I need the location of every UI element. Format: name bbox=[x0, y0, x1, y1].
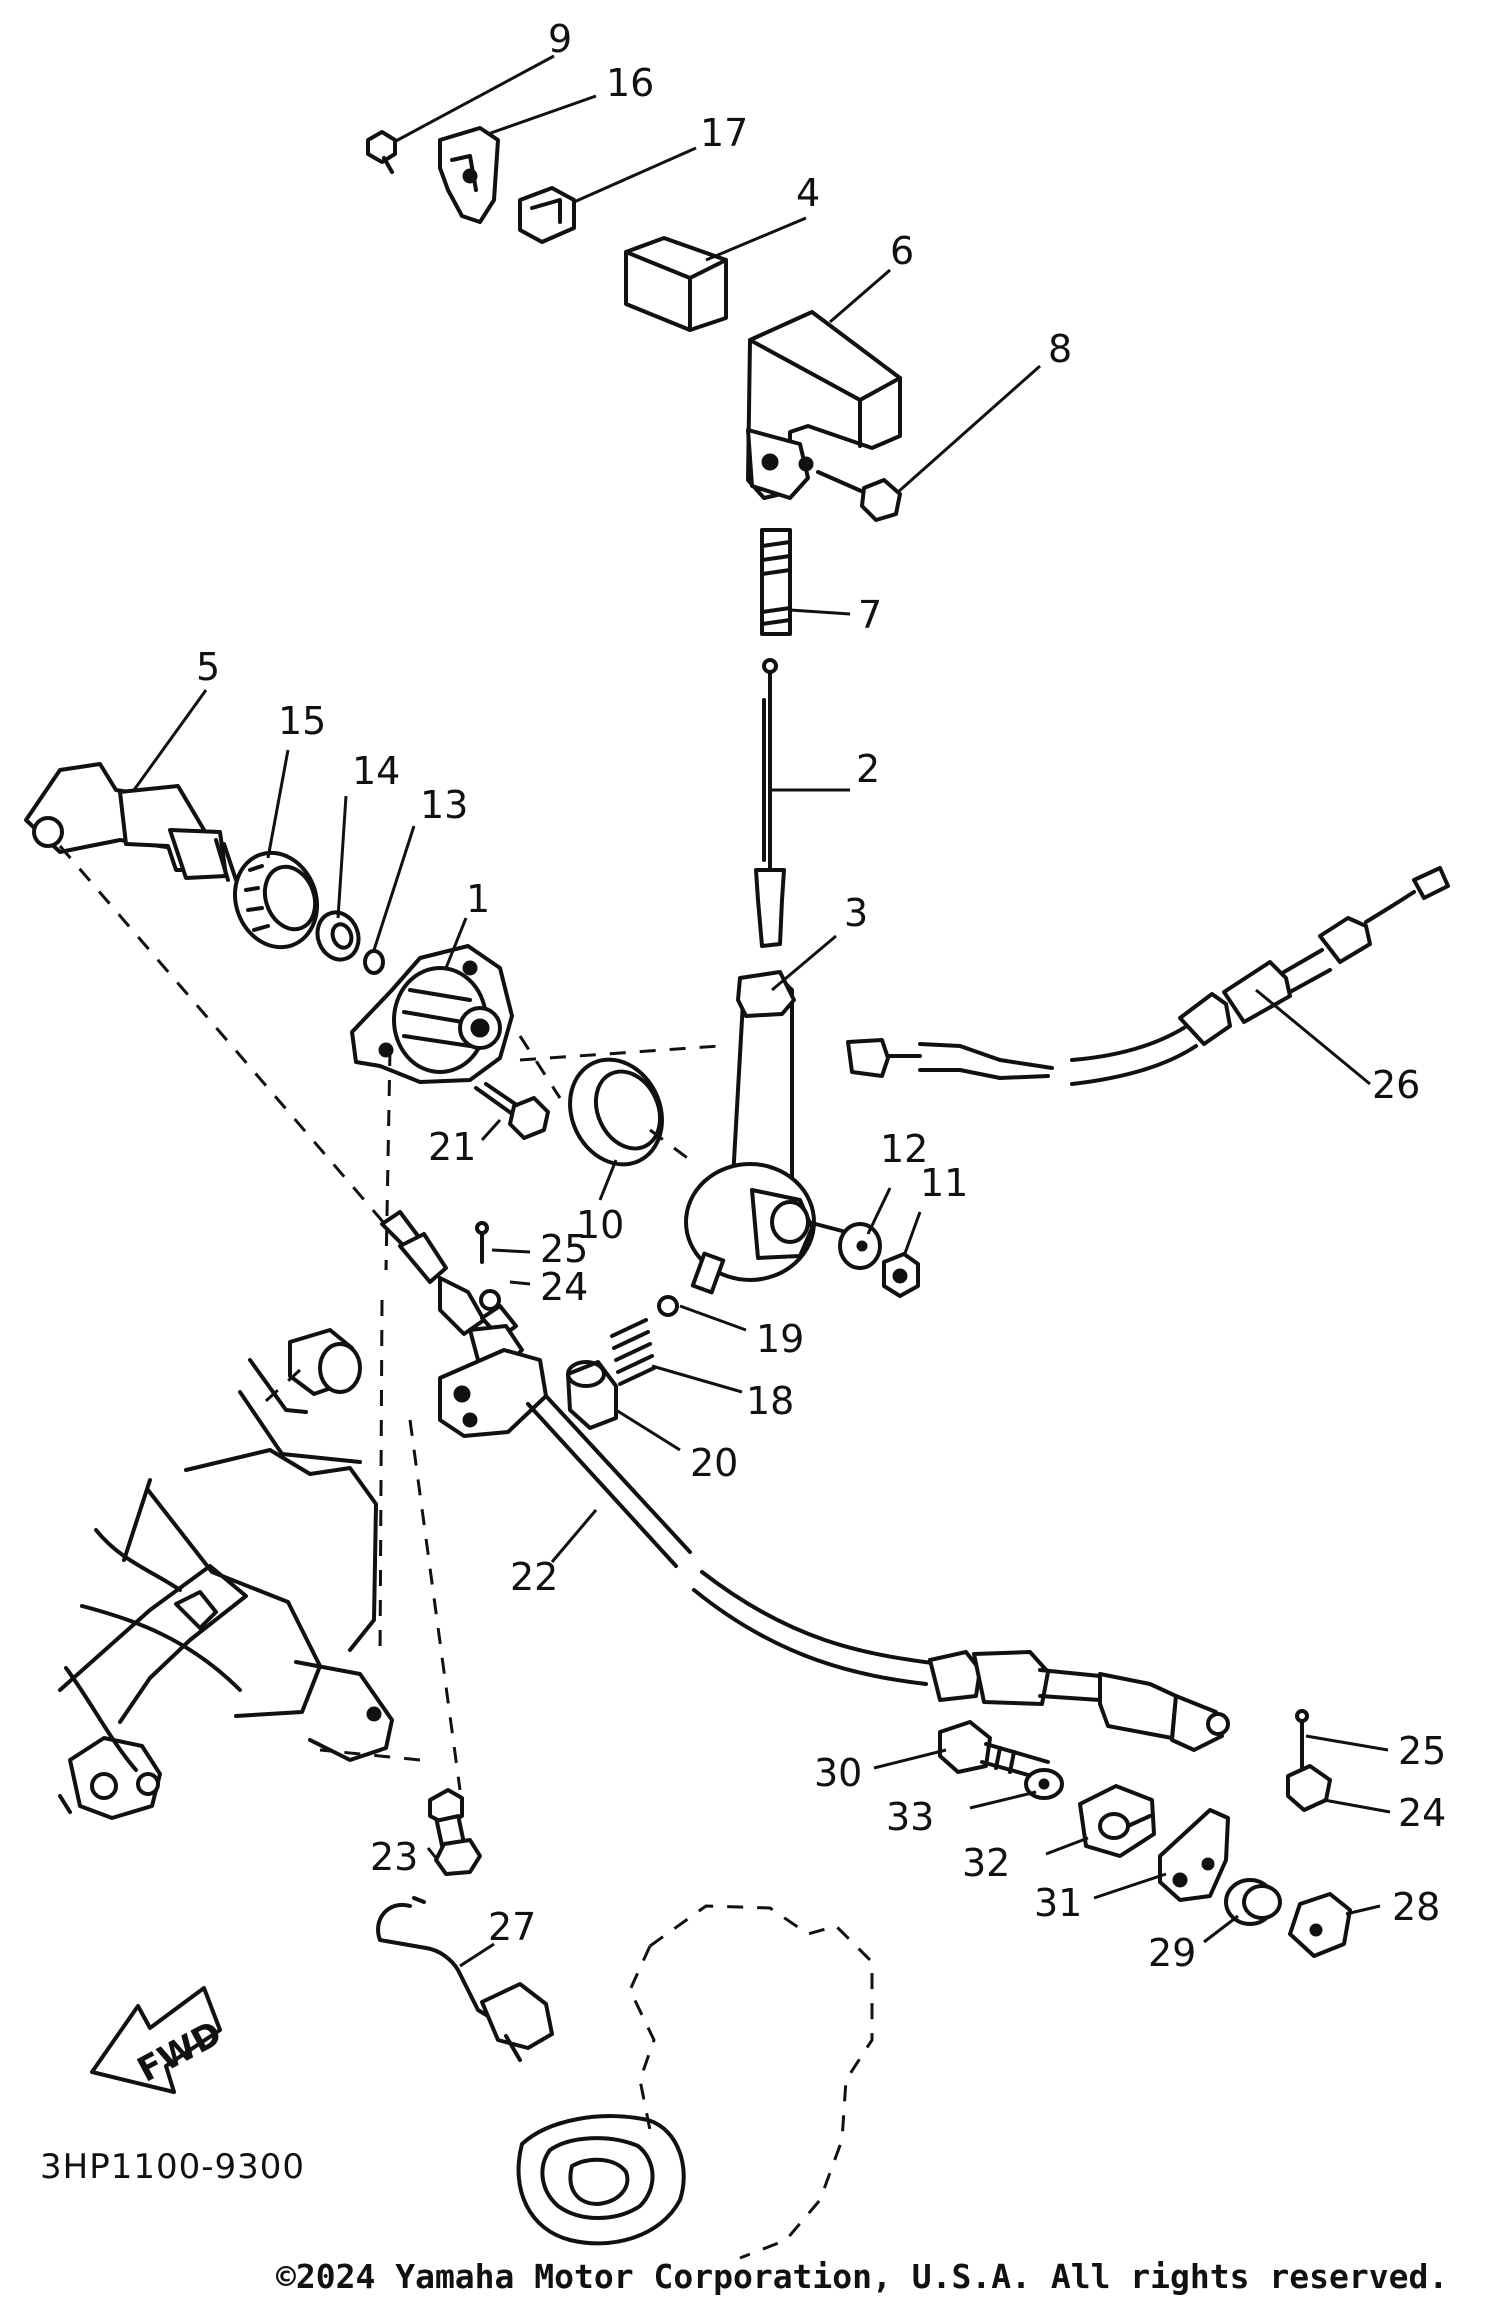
part-16-bracket bbox=[438, 126, 500, 224]
part-29-collar bbox=[1224, 1878, 1282, 1926]
leader-lines bbox=[132, 54, 1391, 1968]
callout-20: 20 bbox=[690, 1441, 738, 1485]
callout-27: 27 bbox=[488, 1905, 536, 1949]
part-19-ball bbox=[657, 1295, 679, 1317]
callout-28: 28 bbox=[1392, 1885, 1440, 1929]
callout-19: 19 bbox=[756, 1317, 804, 1361]
part-25-24-lower bbox=[1286, 1709, 1332, 1812]
callout-21: 21 bbox=[428, 1125, 476, 1169]
part-7-rod bbox=[760, 528, 792, 636]
callout-18: 18 bbox=[746, 1379, 794, 1423]
part-4-insert bbox=[624, 236, 728, 332]
callout-31: 31 bbox=[1034, 1881, 1082, 1925]
callout-26: 26 bbox=[1372, 1063, 1420, 1107]
callout-2: 2 bbox=[856, 747, 880, 791]
part-26-cable bbox=[846, 866, 1450, 1086]
callout-14: 14 bbox=[352, 749, 400, 793]
part-lower-casing bbox=[516, 1904, 874, 2260]
part-6-grip bbox=[746, 310, 902, 500]
assembly-guides bbox=[58, 845, 721, 1791]
part-13-o-ring bbox=[363, 949, 385, 975]
callout-16: 16 bbox=[606, 61, 654, 105]
callout-24-upper: 24 bbox=[540, 1265, 588, 1309]
part-30-bolt bbox=[938, 1720, 1050, 1782]
part-33-washer bbox=[1024, 1768, 1064, 1800]
part-10-seal bbox=[568, 1057, 664, 1167]
callout-11: 11 bbox=[920, 1161, 968, 1205]
callout-12: 12 bbox=[880, 1127, 928, 1171]
callout-8: 8 bbox=[1048, 327, 1072, 371]
callout-24-lower: 24 bbox=[1398, 1791, 1446, 1835]
part-22-cable bbox=[438, 1324, 1230, 1752]
callout-10: 10 bbox=[576, 1203, 624, 1247]
callout-30: 30 bbox=[814, 1751, 862, 1795]
part-12-washer bbox=[838, 1222, 882, 1270]
callout-4: 4 bbox=[796, 171, 820, 215]
part-17-clip bbox=[518, 186, 576, 244]
callout-23: 23 bbox=[370, 1835, 418, 1879]
callout-9: 9 bbox=[548, 17, 572, 61]
part-3-lever bbox=[684, 970, 848, 1282]
callout-6: 6 bbox=[890, 229, 914, 273]
callout-17: 17 bbox=[700, 111, 748, 155]
callout-25-lower: 25 bbox=[1398, 1729, 1446, 1773]
callout-3: 3 bbox=[844, 891, 868, 935]
callout-33: 33 bbox=[886, 1795, 934, 1839]
callout-29: 29 bbox=[1148, 1931, 1196, 1975]
callout-22: 22 bbox=[510, 1555, 558, 1599]
callout-25-upper: 25 bbox=[540, 1227, 588, 1271]
part-linkage-upper bbox=[380, 1210, 518, 1340]
fwd-arrow-icon: FWD bbox=[90, 1986, 228, 2094]
part-20-bushing bbox=[566, 1360, 618, 1430]
part-32-cam bbox=[1078, 1784, 1156, 1858]
part-1-housing bbox=[350, 944, 514, 1084]
part-11-nut bbox=[882, 1252, 920, 1298]
part-18-spring bbox=[610, 1251, 726, 1386]
part-28-holder bbox=[1288, 1892, 1352, 1958]
diagram-code: 3HP1100-9300 bbox=[40, 2147, 305, 2187]
part-23-bolt bbox=[428, 1788, 482, 1876]
part-bracket-frame bbox=[58, 1328, 394, 1820]
part-21-bolt bbox=[474, 1082, 550, 1140]
callout-7: 7 bbox=[858, 593, 882, 637]
part-15-oil-seal bbox=[232, 850, 320, 950]
part-9-screw bbox=[366, 130, 397, 174]
part-31-lever bbox=[1158, 1808, 1230, 1902]
part-27-wire-clip bbox=[376, 1896, 554, 2062]
callout-labels: 9 16 17 4 6 8 7 5 15 14 13 1 2 3 26 21 1… bbox=[196, 17, 1446, 1975]
callout-15: 15 bbox=[278, 699, 326, 743]
part-5-shift-shaft bbox=[24, 762, 238, 882]
part-8-screw bbox=[816, 470, 902, 522]
copyright-notice: ©2024 Yamaha Motor Corporation, U.S.A. A… bbox=[276, 2257, 1448, 2296]
part-14-washer bbox=[315, 910, 361, 962]
callout-5: 5 bbox=[196, 645, 220, 689]
callout-1: 1 bbox=[466, 877, 490, 921]
part-2-shift-rod bbox=[754, 658, 786, 948]
callout-32: 32 bbox=[962, 1841, 1010, 1885]
callout-13: 13 bbox=[420, 783, 468, 827]
